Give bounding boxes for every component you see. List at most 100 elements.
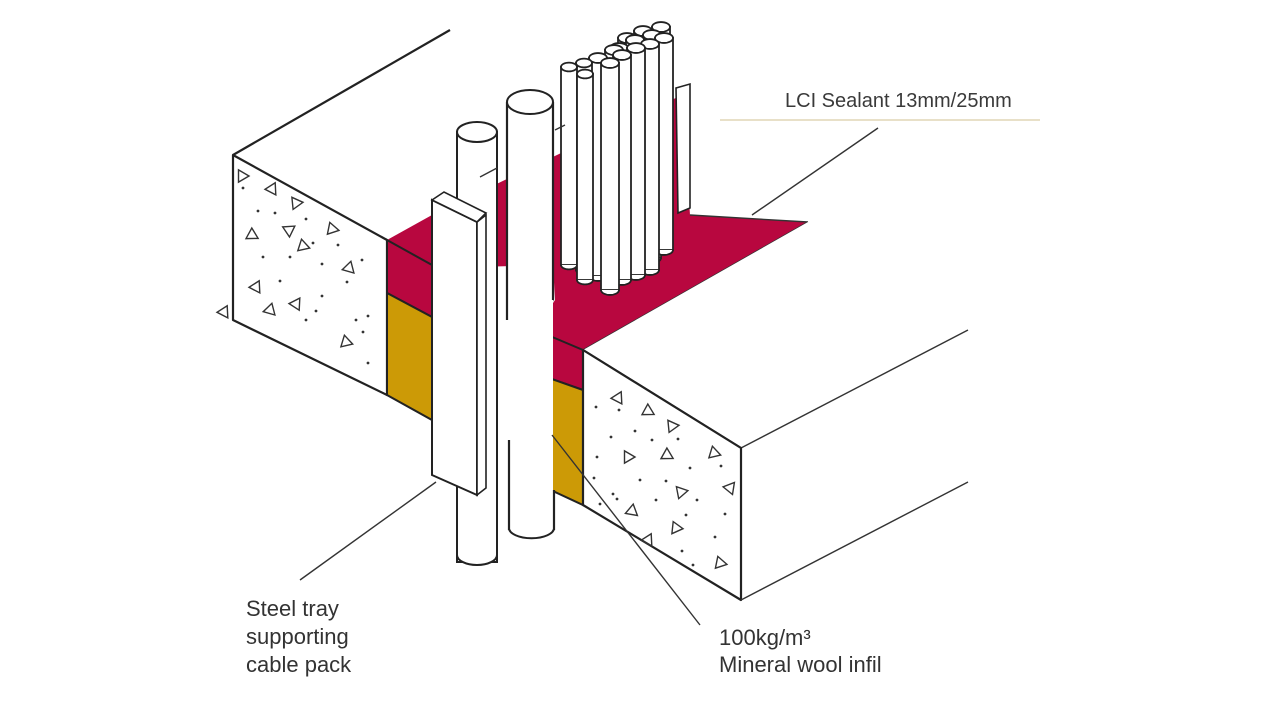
concrete-aggregate-left <box>215 168 370 365</box>
aggregate-dot <box>256 209 260 213</box>
aggregate-dot <box>609 435 613 439</box>
tray-front <box>431 198 478 497</box>
slab-right-bottom-edge <box>740 481 969 601</box>
aggregate-triangle <box>247 279 261 295</box>
aggregate-triangle <box>667 419 681 434</box>
aggregate-triangle <box>291 196 305 211</box>
aggregate-triangle <box>296 237 312 252</box>
aggregate-triangle <box>675 485 690 500</box>
concrete-slab-left <box>215 29 451 397</box>
tray-back-flange <box>675 82 691 215</box>
cable-end <box>560 61 578 73</box>
tray-back-edge <box>479 167 498 178</box>
aggregate-dot <box>314 309 318 313</box>
aggregate-dot <box>598 502 602 506</box>
sealant-label: LCI Sealant 13mm/25mm <box>785 90 1012 112</box>
sealant-leader-line <box>751 127 879 216</box>
aggregate-dot <box>304 318 308 322</box>
cable-end <box>576 68 594 80</box>
aggregate-dot <box>366 361 370 365</box>
aggregate-dot <box>713 535 717 539</box>
tray-top <box>430 191 488 223</box>
aggregate-dot <box>592 476 596 480</box>
cable-end <box>506 89 554 115</box>
steel-tray <box>430 82 691 497</box>
wool-leader-line <box>551 434 701 626</box>
aggregate-triangle <box>624 502 639 517</box>
cable-end <box>600 57 620 69</box>
seal-left-side <box>386 215 433 422</box>
tray-leader-line <box>299 481 437 581</box>
aggregate-triangle <box>623 449 637 465</box>
aggregate-triangle <box>261 301 276 317</box>
tray-label-line-2: supporting <box>246 624 349 649</box>
aggregate-dot <box>664 479 668 483</box>
aggregate-dot <box>278 279 282 283</box>
aggregate-dot <box>615 497 619 501</box>
tray-label-line-1: Steel tray <box>246 596 339 621</box>
aggregate-triangle <box>287 296 301 312</box>
aggregate-dot <box>360 258 364 262</box>
slab-right-top-surface <box>583 222 968 448</box>
sealant-back-edge <box>689 214 809 223</box>
wool-label-line-2: Mineral wool infil <box>719 652 882 677</box>
aggregate-dot <box>633 429 637 433</box>
aggregate-triangle <box>659 446 675 460</box>
cable-end <box>612 49 632 61</box>
aggregate-triangle <box>707 444 723 459</box>
aggregate-dot <box>261 255 265 259</box>
aggregate-dot <box>684 513 688 517</box>
aggregate-triangle <box>215 304 229 320</box>
tray-lip <box>476 213 487 497</box>
aggregate-triangle <box>263 181 277 197</box>
aggregate-dot <box>304 217 308 221</box>
aggregate-dot <box>320 262 324 266</box>
wool-label-line-1: 100kg/m³ <box>719 625 811 650</box>
aggregate-dot <box>638 478 642 482</box>
concrete-aggregate-right <box>592 390 736 570</box>
aggregate-dot <box>354 318 358 322</box>
aggregate-dot <box>695 498 699 502</box>
aggregate-dot <box>366 314 370 318</box>
aggregate-dot <box>288 255 292 259</box>
cable <box>600 57 620 296</box>
cable <box>576 68 594 286</box>
cable-pack <box>560 21 674 296</box>
cable-end <box>626 42 646 54</box>
aggregate-dot <box>361 330 365 334</box>
aggregate-dot <box>723 512 727 516</box>
cable-bottom <box>560 264 578 271</box>
concrete-slab-right <box>581 222 969 602</box>
cable-body <box>600 62 620 291</box>
aggregate-dot <box>273 211 277 215</box>
slab-left-front-face <box>231 153 389 397</box>
aggregate-dot <box>680 549 684 553</box>
cable-bottom <box>508 527 555 540</box>
aggregate-dot <box>336 243 340 247</box>
cable-end <box>651 21 671 33</box>
aggregate-triangle <box>714 555 729 570</box>
aggregate-dot <box>241 186 245 190</box>
aggregate-triangle <box>339 333 355 348</box>
cable-body <box>576 73 594 281</box>
cable-end <box>654 32 674 44</box>
aggregate-triangle <box>609 390 623 406</box>
tray-back-edge <box>554 124 566 131</box>
cable-body <box>560 66 578 266</box>
aggregate-triangle <box>244 226 260 240</box>
cable <box>560 61 578 271</box>
aggregate-triangle <box>340 259 355 275</box>
slab-left-top-edge <box>232 29 451 156</box>
aggregate-dot <box>650 438 654 442</box>
aggregate-dot <box>320 294 324 298</box>
aggregate-dot <box>617 408 621 412</box>
aggregate-dot <box>311 241 315 245</box>
aggregate-dot <box>691 563 695 567</box>
tray-label-line-3: cable pack <box>246 652 352 677</box>
aggregate-dot <box>654 498 658 502</box>
aggregate-dot <box>345 280 349 284</box>
large-cable-right <box>505 89 556 540</box>
cable-end <box>456 121 498 143</box>
aggregate-triangle <box>639 532 653 548</box>
